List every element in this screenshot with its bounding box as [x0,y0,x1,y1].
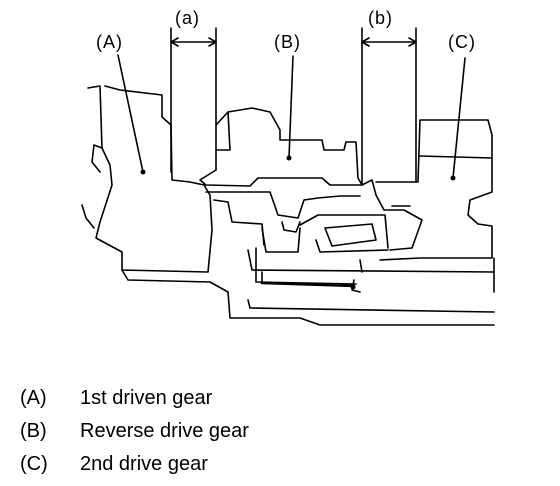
label-b: (b) [368,8,393,28]
gear-assembly-diagram: (a) (b) (A) (B) (C) [81,8,495,326]
legend-text: 1st driven gear [80,387,213,409]
leader-a [117,54,144,173]
legend-key: (B) [20,420,47,442]
dimension-a [170,27,217,173]
label-A: (A) [96,32,123,52]
legend-item: (B) Reverse drive gear [20,415,420,448]
legend-item: (A) 1st driven gear [20,382,420,415]
gear-c-dot [450,175,456,181]
main-shaft [247,249,495,293]
gear-b-dot [286,155,292,161]
legend-key: (A) [20,387,47,409]
dimension-b [361,27,417,186]
legend-text: Reverse drive gear [80,420,249,442]
gear-a-dot [140,169,146,175]
first-driven-gear [81,85,213,273]
legend-key: (C) [20,453,48,475]
leader-b [288,55,294,159]
label-C: (C) [448,32,476,52]
shaft-dot [350,284,356,290]
reverse-drive-gear [199,107,363,246]
label-B: (B) [274,32,301,52]
housing-left [121,269,495,326]
leader-c [452,57,466,179]
label-a: (a) [175,8,200,28]
second-drive-gear [361,119,493,261]
legend-item: (C) 2nd drive gear [20,448,420,481]
legend: (A) 1st driven gear (B) Reverse drive ge… [20,382,420,481]
legend-text: 2nd drive gear [80,453,208,475]
sleeve [255,214,389,293]
